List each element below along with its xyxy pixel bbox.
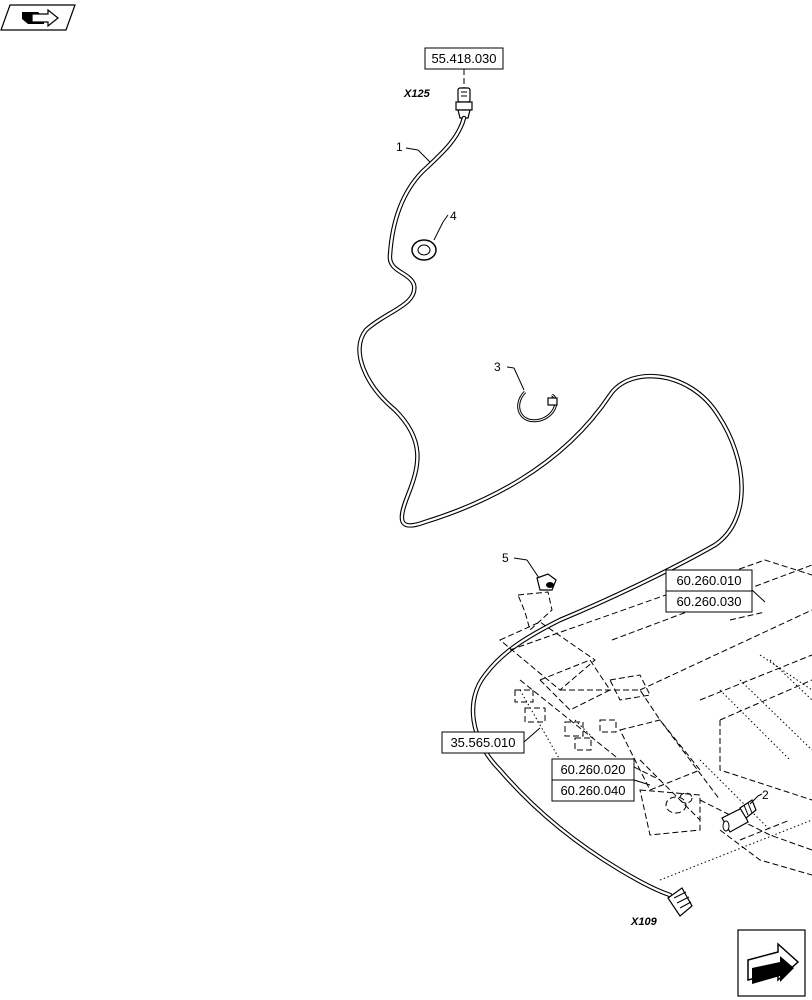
reference-box-55-418-030[interactable]: 55.418.030 [424,47,504,70]
callout-3: 3 [494,360,501,374]
reference-label: 55.418.030 [431,51,496,66]
callout-1: 1 [396,140,403,154]
connector-label-x125: X125 [403,88,431,100]
sensor [721,799,757,833]
reference-box-60-260-040[interactable]: 60.260.040 [551,779,635,802]
reference-box-60-260-010[interactable]: 60.260.010 [665,569,753,592]
wire-harness [357,115,744,898]
reference-label: 60.260.030 [676,594,741,609]
clip [536,573,557,591]
next-page-arrow-icon[interactable] [737,929,806,997]
machine-frame [499,559,812,881]
callout-4: 4 [450,209,457,223]
grommet [411,239,437,261]
callout-5: 5 [502,551,509,565]
callout-2: 2 [762,788,769,802]
reference-box-60-260-030[interactable]: 60.260.030 [665,590,753,613]
connector-x125 [455,87,473,119]
reference-label: 60.260.010 [676,573,741,588]
reference-box-35-565-010[interactable]: 35.565.010 [441,731,525,754]
cable-tie [517,390,558,423]
connector-label-x109: X109 [630,916,658,928]
reference-label: 35.565.010 [450,735,515,750]
reference-label: 60.260.020 [560,762,625,777]
reference-label: 60.260.040 [560,783,625,798]
book-with-arrow-icon[interactable] [0,4,76,31]
reference-box-60-260-020[interactable]: 60.260.020 [551,758,635,781]
connector-x109 [667,887,693,917]
